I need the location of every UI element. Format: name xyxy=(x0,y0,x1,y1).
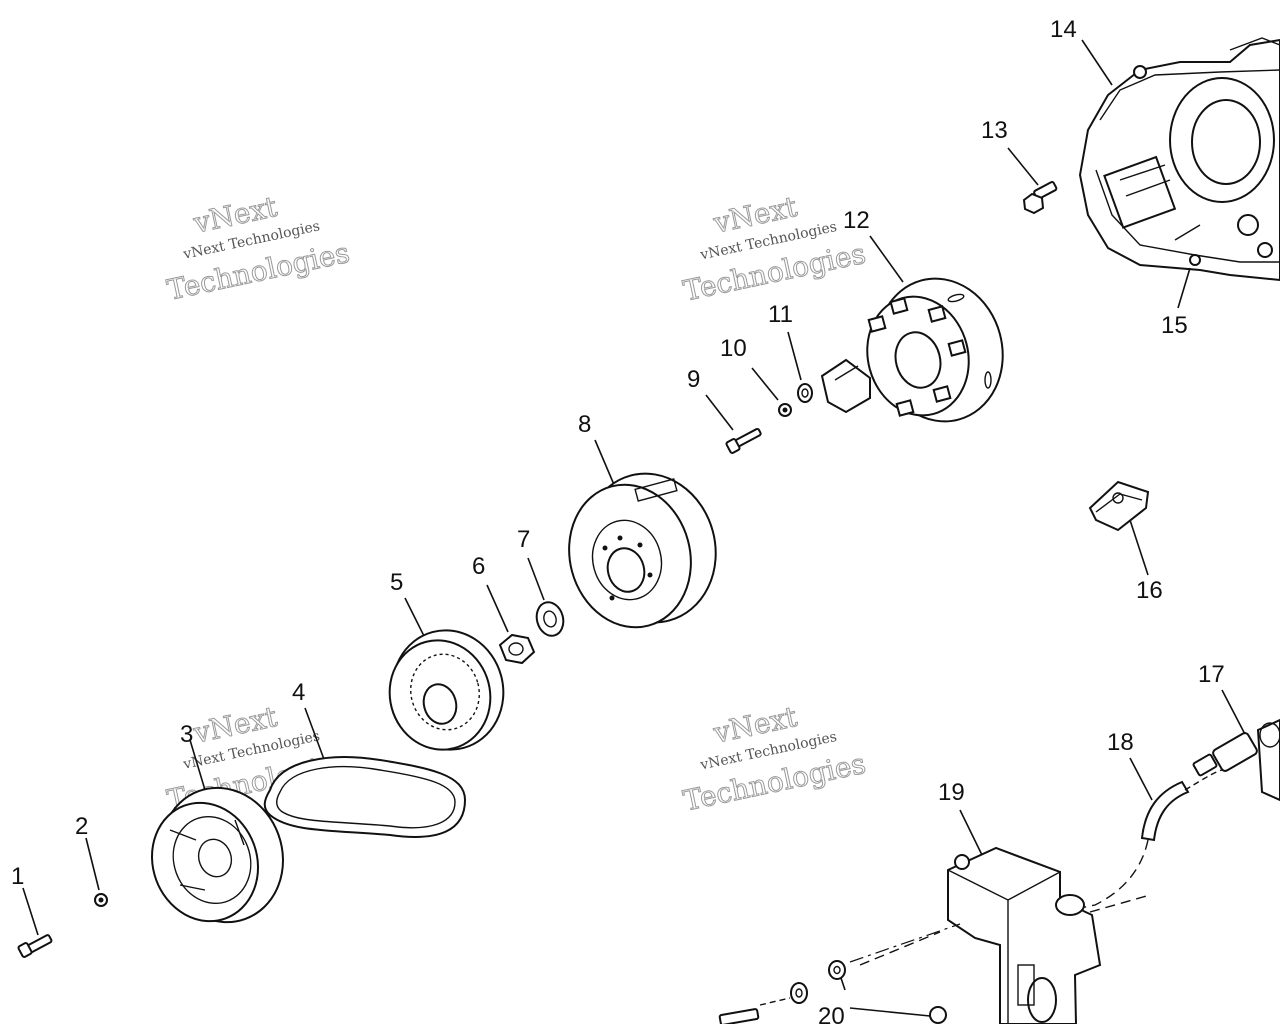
callout-17: 17 xyxy=(1198,661,1225,688)
callout-19: 19 xyxy=(938,779,965,806)
part-19-pump-bracket xyxy=(947,809,1151,1024)
callout-4: 4 xyxy=(292,679,305,706)
part-7-washer xyxy=(527,557,565,637)
part-1-bolt xyxy=(17,887,53,958)
part-4-drive-belt xyxy=(263,707,467,838)
part-2-nut xyxy=(85,837,108,907)
callout-12: 12 xyxy=(843,207,870,234)
part-18-hose xyxy=(1059,757,1223,913)
callout-11: 11 xyxy=(768,301,793,328)
part-9-screw xyxy=(705,394,762,454)
callout-10: 10 xyxy=(720,335,747,362)
callout-8: 8 xyxy=(578,411,591,438)
callout-2: 2 xyxy=(75,813,88,840)
assembly-axis-line xyxy=(849,923,961,963)
callout-6: 6 xyxy=(472,553,485,580)
callout-16: 16 xyxy=(1136,577,1163,604)
watermark-bottom-center: vNext vNext Technologies Technologies xyxy=(680,699,869,818)
part-14-case-cover xyxy=(1078,37,1280,282)
callout-15: 15 xyxy=(1161,312,1188,339)
callout-9: 9 xyxy=(687,366,700,393)
part-5-sprocket xyxy=(388,597,505,751)
part-11-small-washer xyxy=(787,331,813,403)
watermark-top-center: vNext vNext Technologies Technologies xyxy=(680,189,869,308)
callout-7: 7 xyxy=(517,526,530,553)
callout-3: 3 xyxy=(180,721,193,748)
part-17-fitting xyxy=(1192,689,1280,802)
part-16-clip-nut xyxy=(1088,480,1150,576)
part-3-drive-hub xyxy=(151,739,284,924)
part-8-flywheel xyxy=(568,439,717,629)
callout-13: 13 xyxy=(981,117,1008,144)
part-20-washers-bolt xyxy=(718,931,947,1024)
part-10-small-nut xyxy=(751,367,792,417)
part-6-hex-nut xyxy=(486,584,536,665)
part-13-bolt xyxy=(1007,147,1058,215)
callout-14: 14 xyxy=(1050,16,1077,43)
callout-1: 1 xyxy=(11,863,24,890)
callout-labels: 1 2 3 4 5 6 7 8 9 10 11 12 13 14 15 16 1… xyxy=(11,16,1225,1024)
watermark-top-left: vNext vNext Technologies Technologies xyxy=(164,189,353,307)
part-12-stator xyxy=(820,235,1004,423)
callout-20: 20 xyxy=(818,1003,845,1024)
part-15-gasket xyxy=(1177,254,1201,309)
callout-5: 5 xyxy=(390,569,403,596)
callout-18: 18 xyxy=(1107,729,1134,756)
